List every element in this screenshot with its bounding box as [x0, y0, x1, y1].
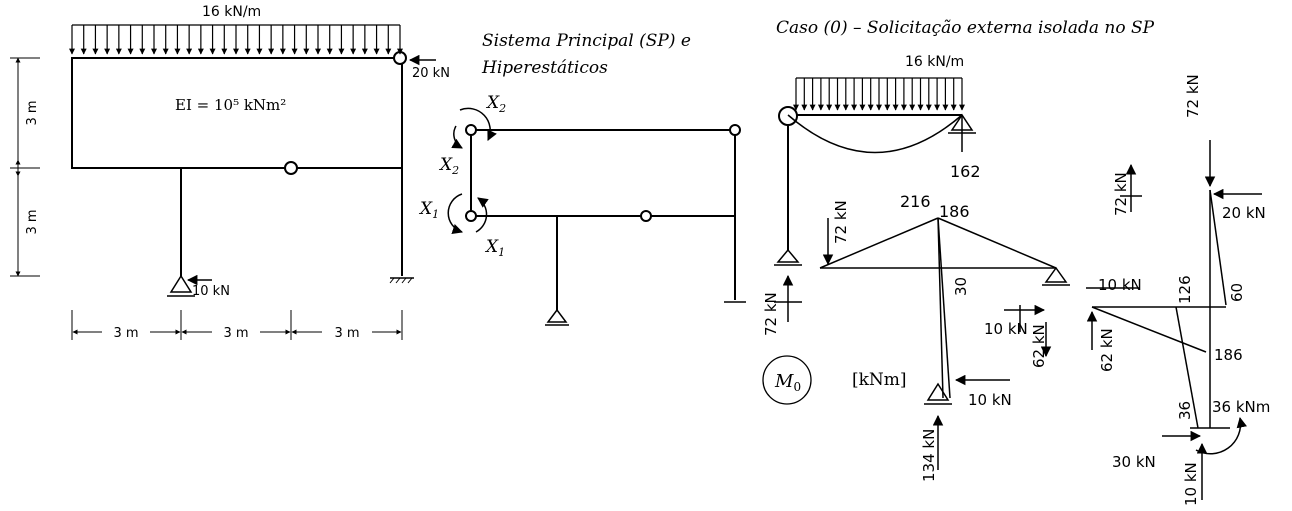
m-right-base: 36 [1176, 401, 1194, 420]
sp-title-line1: Sistema Principal (SP) e [482, 31, 691, 51]
load-label: 16 kN/m [202, 4, 261, 20]
m-peak-left: 216 [900, 192, 931, 211]
case0-left-pin-icon [776, 248, 800, 263]
stiffness-label: EI = 10⁵ kNm² [175, 96, 286, 114]
dim-h1-label: 3 m [25, 100, 40, 125]
force-bottom-label: 10 kN [192, 284, 230, 299]
case0-frame [774, 106, 1230, 429]
case0-distributed-load [793, 77, 965, 111]
r-20: 20 kN [1222, 204, 1266, 222]
m-right-col: 126 [1176, 275, 1194, 304]
r-30: 30 kN [1112, 453, 1156, 471]
upper-frame-box [71, 57, 403, 169]
r-62-a: 62 kN [1030, 324, 1048, 368]
reaction-arrows [774, 140, 1262, 500]
case0-bottom-pin-icon [926, 382, 950, 401]
case0-beam-parabola [787, 114, 963, 154]
x1-moment-arc-icon [447, 193, 463, 235]
sp-title-line2: Hiperestáticos [481, 58, 608, 78]
force-top-label: 20 kN [412, 66, 450, 81]
r-62-b: 62 kN [1098, 328, 1116, 372]
middle-hinge [284, 161, 298, 175]
case0-title: Caso (0) – Solicitação externa isolada n… [776, 18, 1155, 38]
x1-moment-arc-b-icon [475, 197, 489, 233]
r-10-left: 10 kN [1098, 276, 1142, 294]
distributed-load [69, 24, 403, 55]
r-72-support: 72 kN [1112, 172, 1130, 216]
case0-roller-support-icon [950, 113, 974, 131]
x1-label-bottom: X1 [484, 237, 505, 259]
r-10-base: 10 kN [1182, 462, 1200, 506]
x2-label-left: X2 [438, 155, 459, 177]
dim-h2-label: 3 m [25, 209, 40, 234]
moment-diagram-badge [762, 355, 812, 405]
x1-label-left: X1 [418, 199, 439, 221]
r-10-mid: 10 kN [984, 320, 1028, 338]
m-right-mid: 186 [1214, 346, 1243, 364]
x2-moment-arc-b-icon [451, 125, 463, 149]
r-72-top-right: 72 kN [1184, 74, 1202, 118]
r-36: 36 kNm [1212, 398, 1270, 416]
r-134: 134 kN [920, 429, 938, 482]
dim-w3-label: 3 m [334, 326, 359, 341]
pin-support-icon [169, 274, 193, 293]
horizontal-dimension [71, 310, 403, 340]
unit-label: [kNm] [852, 370, 907, 390]
vertical-dimension [10, 57, 40, 277]
r-10-bottom: 10 kN [968, 391, 1012, 409]
sp-pin-support-icon [546, 308, 568, 323]
r-72-left: 72 kN [832, 200, 850, 244]
m-right-top: 60 [1228, 283, 1246, 302]
x2-moment-arc-icon [459, 107, 497, 141]
left-frame-panel [71, 51, 414, 297]
m-peak-right: 186 [939, 202, 970, 221]
sp-frame [465, 124, 746, 326]
case0-mid-roller-icon [1044, 266, 1068, 283]
m-col: 30 [952, 277, 970, 296]
moment-label: M0 [774, 371, 801, 394]
r-72-left-bottom: 72 kN [762, 292, 780, 336]
dim-w2-label: 3 m [223, 326, 248, 341]
dim-w1-label: 3 m [113, 326, 138, 341]
x2-label-top: X2 [485, 93, 506, 115]
m-beam-mid: 162 [950, 162, 981, 181]
case0-load-label: 16 kN/m [905, 54, 964, 70]
